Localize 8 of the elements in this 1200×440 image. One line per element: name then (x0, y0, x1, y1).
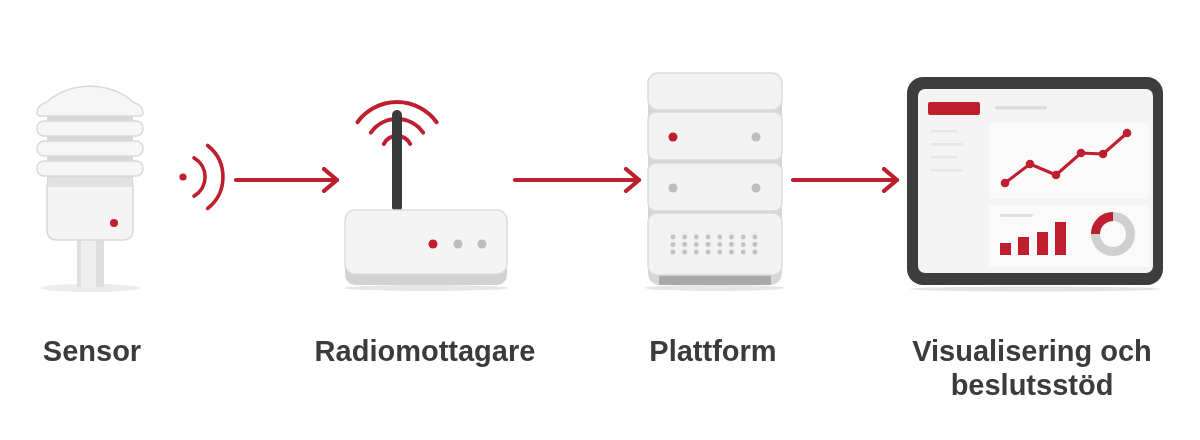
node-label: Radiomottagare (314, 335, 536, 367)
arrow (512, 166, 642, 194)
arrow (790, 166, 900, 194)
node-label: Plattform (649, 335, 777, 367)
server-illustration (645, 70, 787, 292)
node-label: Visualisering och beslutsstöd (912, 335, 1152, 401)
node-label: Sensor (42, 335, 142, 367)
arrow (233, 166, 340, 194)
